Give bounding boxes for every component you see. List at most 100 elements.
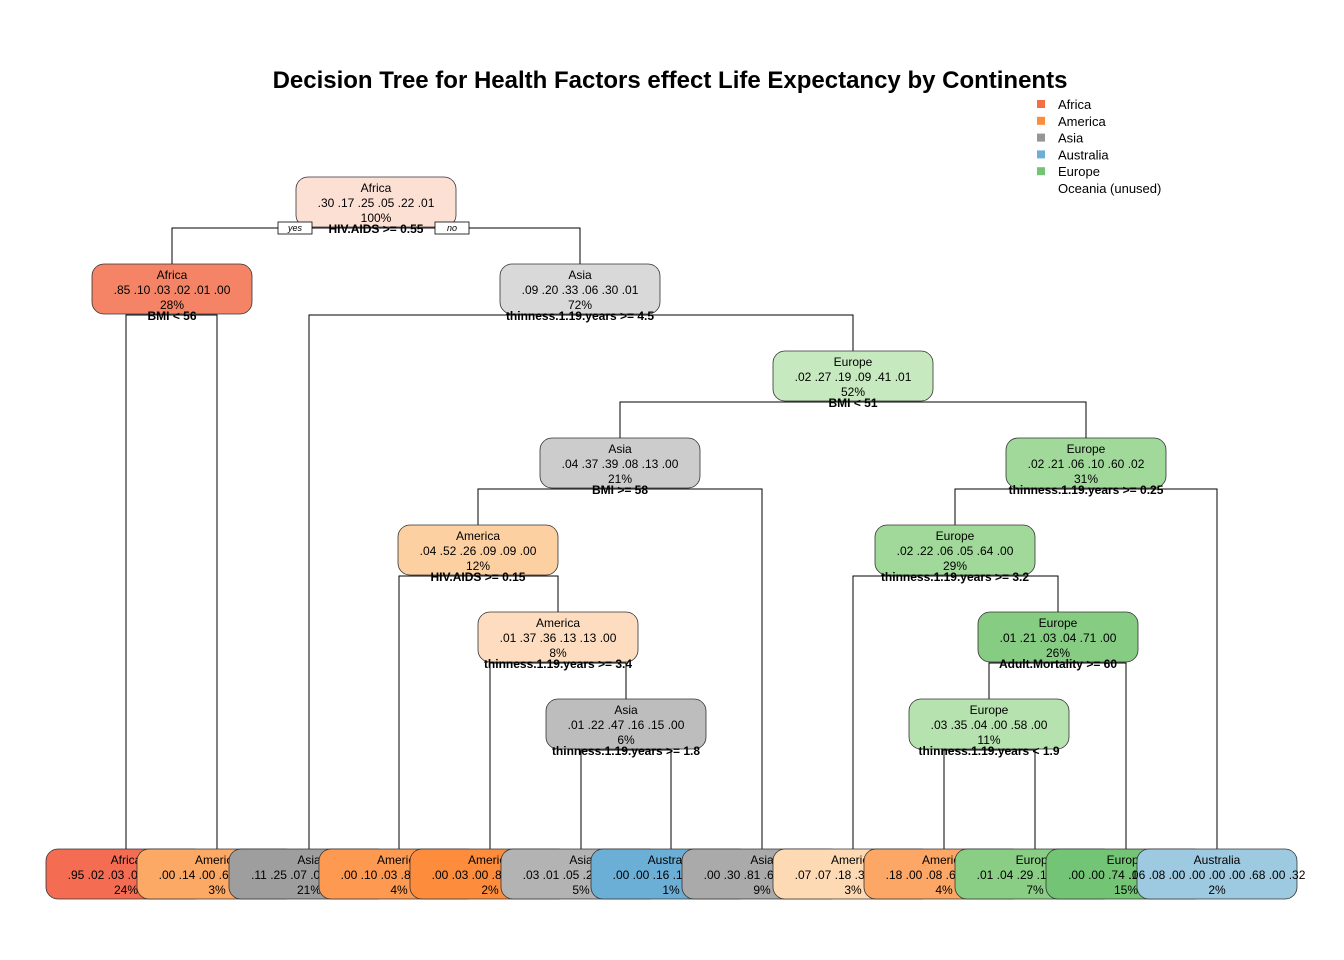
tree-node-n7: America.04 .52 .26 .09 .09 .0012%HIV.AID…	[397, 524, 559, 584]
node-split-rule: BMI < 56	[147, 309, 196, 323]
node-percentage: 24%	[114, 883, 138, 897]
tree-edge	[489, 662, 627, 849]
node-split-rule: BMI < 51	[828, 396, 877, 410]
node-percentage: 8%	[549, 646, 567, 660]
node-percentage: 21%	[608, 472, 632, 486]
tree-node-n12: Europe.03 .35 .04 .00 .58 .0011%thinness…	[908, 698, 1070, 758]
legend-swatch	[1037, 167, 1045, 176]
node-percentage: 15%	[1114, 883, 1138, 897]
node-percentage: 3%	[208, 883, 226, 897]
node-probabilities: .85 .10 .03 .02 .01 .00	[114, 283, 231, 297]
tree-nodes: Africa.30 .17 .25 .05 .22 .01100%HIV.AID…	[45, 176, 1306, 900]
node-probabilities: .02 .22 .06 .05 .64 .00	[897, 544, 1014, 558]
node-percentage: 1%	[662, 883, 680, 897]
tree-edge	[477, 488, 763, 849]
node-percentage: 11%	[977, 733, 1000, 747]
legend-item: Australia	[1058, 147, 1109, 162]
legend-item: Asia	[1058, 131, 1084, 146]
node-box	[295, 176, 457, 228]
node-percentage: 29%	[943, 559, 967, 573]
yes-label-box	[277, 221, 313, 235]
node-percentage: 7%	[1026, 883, 1044, 897]
node-percentage: 21%	[297, 883, 321, 897]
node-box	[908, 698, 1070, 750]
node-class-label: Australia	[1194, 853, 1241, 867]
node-class-label: Africa	[157, 268, 188, 282]
node-probabilities: .01 .21 .03 .04 .71 .00	[1000, 631, 1117, 645]
tree-node-n10: Europe.01 .21 .03 .04 .71 .0026%Adult.Mo…	[977, 611, 1139, 671]
node-box	[477, 611, 639, 663]
node-probabilities: .04 .52 .26 .09 .09 .00	[420, 544, 537, 558]
tree-edge	[943, 749, 1036, 849]
node-class-label: Europe	[1016, 853, 1055, 867]
node-class-label: America	[195, 853, 239, 867]
node-split-rule: HIV.AIDS >= 0.55	[329, 222, 424, 236]
tree-node-n3: Asia.09 .20 .33 .06 .30 .0172%thinness.1…	[499, 263, 661, 323]
legend: AfricaAmericaAsiaAustraliaEuropeOceania …	[1037, 97, 1161, 196]
node-probabilities: .01 .22 .47 .16 .15 .00	[568, 718, 685, 732]
node-class-label: Asia	[569, 853, 593, 867]
node-percentage: 4%	[390, 883, 408, 897]
node-split-rule: thinness.1.19.years >= 3.4	[484, 657, 632, 671]
node-class-label: America	[536, 616, 580, 630]
node-split-rule: Adult.Mortality >= 60	[999, 657, 1117, 671]
node-percentage: 5%	[572, 883, 590, 897]
tree-edge	[171, 227, 581, 264]
node-class-label: Africa	[111, 853, 142, 867]
node-box	[874, 524, 1036, 576]
node-class-label: Europe	[1039, 616, 1078, 630]
node-split-rule: BMI >= 58	[592, 483, 648, 497]
node-percentage: 28%	[160, 298, 184, 312]
legend-item: Africa	[1058, 97, 1092, 112]
node-probabilities: .30 .17 .25 .05 .22 .01	[318, 196, 435, 210]
legend-swatch	[1037, 100, 1045, 108]
node-probabilities: .06 .08 .00 .00 .00 .00 .68 .00 .32	[1129, 868, 1306, 882]
tree-edge	[398, 575, 559, 849]
node-class-label: Asia	[297, 853, 321, 867]
tree-edge	[125, 314, 218, 849]
node-percentage: 12%	[466, 559, 490, 573]
tree-node-n6: Europe.02 .21 .06 .10 .60 .0231%thinness…	[1005, 437, 1167, 497]
node-probabilities: .09 .20 .33 .06 .30 .01	[522, 283, 639, 297]
tree-node-n1: Africa.30 .17 .25 .05 .22 .01100%HIV.AID…	[295, 176, 457, 236]
node-split-rule: HIV.AIDS >= 0.15	[431, 570, 526, 584]
no-label: no	[447, 223, 457, 233]
node-box	[499, 263, 661, 315]
legend-item: America	[1058, 114, 1106, 129]
tree-edge	[580, 749, 672, 849]
node-percentage: 26%	[1046, 646, 1070, 660]
node-split-rule: thinness.1.19.years >= 4.5	[506, 309, 654, 323]
node-percentage: 52%	[841, 385, 865, 399]
node-percentage: 2%	[1208, 883, 1226, 897]
node-percentage: 4%	[935, 883, 953, 897]
node-class-label: Asia	[608, 442, 632, 456]
node-box	[1005, 437, 1167, 489]
node-probabilities: .02 .27 .19 .09 .41 .01	[795, 370, 912, 384]
node-split-rule: thinness.1.19.years >= 0.25	[1009, 483, 1164, 497]
tree-node-n8: Europe.02 .22 .06 .05 .64 .0029%thinness…	[874, 524, 1036, 584]
node-class-label: Europe	[936, 529, 975, 543]
no-label-box	[434, 221, 470, 235]
tree-edge	[619, 401, 1087, 438]
node-box	[545, 698, 707, 750]
node-percentage: 3%	[844, 883, 862, 897]
node-box	[91, 263, 253, 315]
node-percentage: 100%	[361, 211, 392, 225]
node-percentage: 6%	[617, 733, 635, 747]
node-percentage: 9%	[753, 883, 771, 897]
node-split-rule: thinness.1.19.years < 1.9	[918, 744, 1059, 758]
node-split-rule: thinness.1.19.years >= 1.8	[552, 744, 700, 758]
tree-node-n11: Asia.01 .22 .47 .16 .15 .006%thinness.1.…	[545, 698, 707, 758]
node-class-label: Asia	[568, 268, 592, 282]
node-split-rule: thinness.1.19.years >= 3.2	[881, 570, 1029, 584]
node-box	[1136, 848, 1298, 900]
legend-swatch	[1037, 116, 1045, 125]
node-class-label: Africa	[361, 181, 392, 195]
tree-node-n9: America.01 .37 .36 .13 .13 .008%thinness…	[477, 611, 639, 671]
legend-swatch	[1037, 133, 1045, 142]
